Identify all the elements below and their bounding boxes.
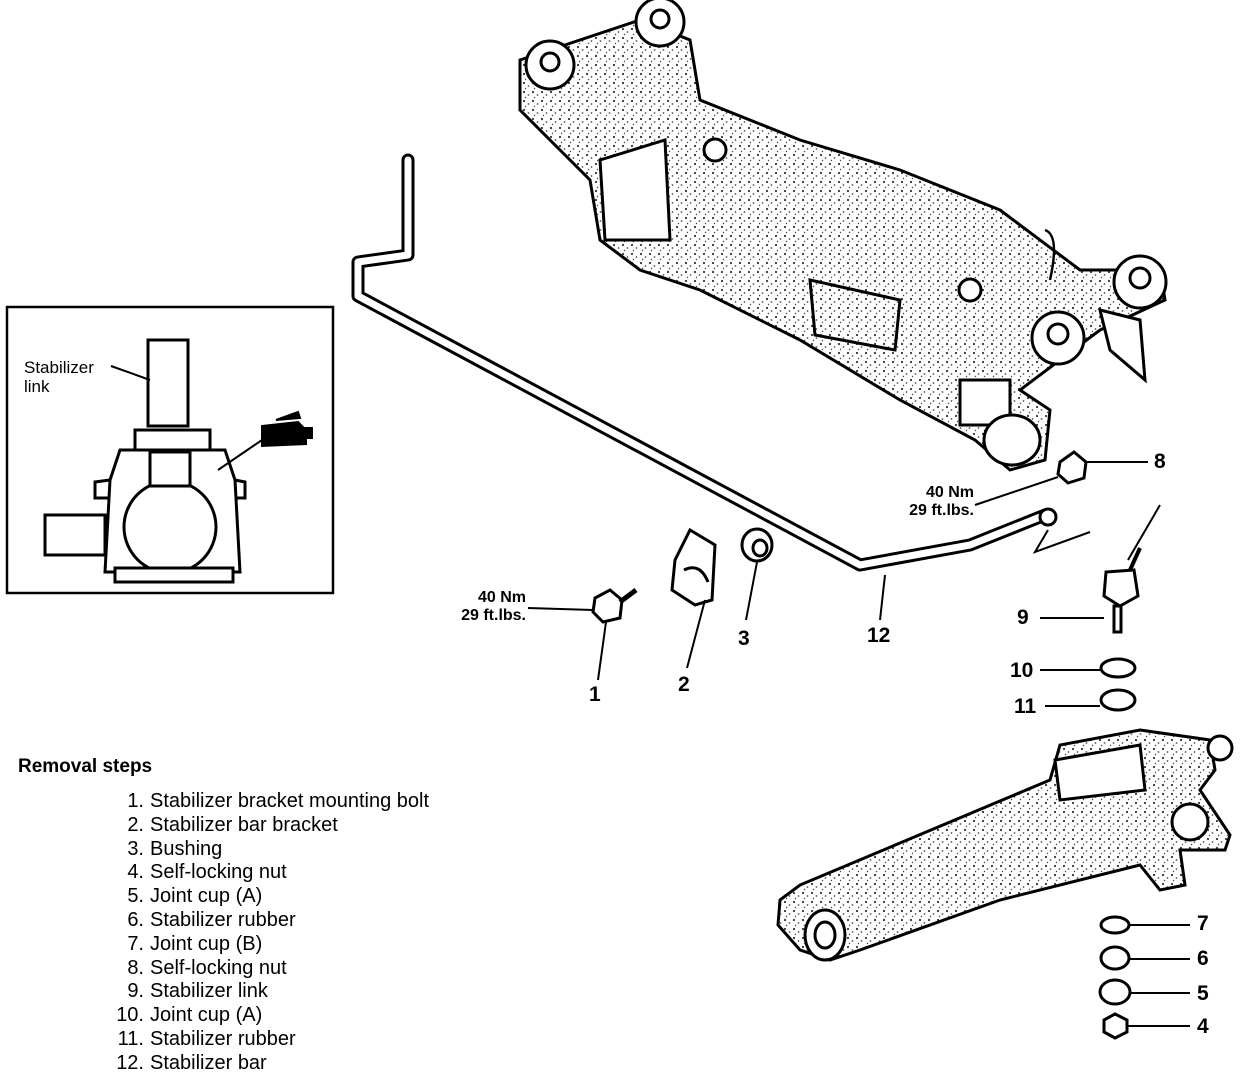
step-text: Joint cup (A)	[150, 1004, 263, 1027]
list-item: 1. Stabilizer bracket mounting bolt	[100, 790, 429, 814]
step-number: 12.	[116, 1051, 144, 1074]
list-item: 10. Joint cup (A)	[100, 1004, 429, 1028]
callout-7: 7	[1197, 912, 1209, 935]
step-text: Stabilizer rubber	[150, 1027, 296, 1050]
step-number: 11.	[117, 1027, 144, 1050]
step-number: 2.	[127, 813, 144, 836]
list-item: 7. Joint cup (B)	[100, 933, 429, 957]
step-text: Joint cup (B)	[150, 932, 263, 955]
torque-nm: 40 Nm	[925, 484, 974, 501]
step-text: Stabilizer bar bracket	[150, 813, 338, 836]
inset-label: Stabilizer link	[24, 358, 94, 396]
stabilizer-bar	[351, 153, 1058, 572]
list-item: 9. Stabilizer link	[100, 980, 429, 1004]
step-number: 5.	[127, 885, 144, 908]
step-text: Stabilizer rubber	[150, 908, 296, 931]
callout-4: 4	[1197, 1015, 1209, 1038]
list-item: 4. Self-locking nut	[100, 861, 429, 885]
callout-10: 10	[1010, 659, 1034, 682]
torque-ftlbs: 29 ft.lbs.	[909, 502, 974, 519]
rear-crossmember	[518, 18, 1167, 472]
trailing-arm	[776, 728, 1234, 962]
link-hardware-lower	[1098, 915, 1132, 1040]
list-item: 6. Stabilizer rubber	[100, 909, 429, 933]
list-item: 11. Stabilizer rubber	[100, 1028, 429, 1052]
callout-9: 9	[1017, 606, 1029, 629]
step-text: Stabilizer link	[150, 980, 268, 1003]
callout-6: 6	[1197, 947, 1209, 970]
list-item: 8. Self-locking nut	[100, 957, 429, 981]
step-text: Stabilizer bracket mounting bolt	[150, 790, 430, 812]
step-number: 9.	[127, 980, 144, 1003]
step-number: 4.	[127, 861, 144, 884]
step-number: 3.	[127, 837, 144, 860]
step-text: Self-locking nut	[150, 861, 287, 884]
list-item: 2. Stabilizer bar bracket	[100, 814, 429, 838]
list-item: 12. Stabilizer bar	[100, 1052, 429, 1076]
step-number: 1.	[127, 790, 144, 812]
torque-label-nut: 40 Nm 29 ft.lbs.	[878, 484, 974, 520]
list-item: 3. Bushing	[100, 838, 429, 862]
torque-nm: 40 Nm	[477, 589, 526, 606]
callout-11: 11	[1014, 695, 1037, 718]
inset-label-leader	[110, 365, 151, 381]
inset-ball-joint	[43, 338, 247, 584]
step-text: Joint cup (A)	[150, 885, 263, 908]
torque-ftlbs: 29 ft.lbs.	[461, 607, 526, 624]
link-exploded-guide	[1032, 504, 1161, 561]
inset-label-line2: link	[24, 377, 50, 396]
callout-2: 2	[678, 673, 690, 696]
torque-label-bolt: 40 Nm 29 ft.lbs.	[422, 589, 526, 625]
callout-12: 12	[867, 624, 891, 647]
step-text: Stabilizer bar	[150, 1051, 267, 1074]
grease-gun-icon	[261, 410, 313, 448]
leader-lines	[527, 461, 1190, 1027]
step-number: 8.	[127, 956, 144, 979]
removal-steps-list: 1. Stabilizer bracket mounting bolt 2. Sta…	[100, 790, 429, 1076]
grease-leader	[217, 439, 263, 471]
link-hardware-upper	[1056, 450, 1142, 712]
list-item: 5. Joint cup (A)	[100, 885, 429, 909]
inset-label-line1: Stabilizer	[24, 358, 94, 377]
callout-1: 1	[589, 683, 601, 706]
bushing	[740, 527, 774, 563]
step-text: Bushing	[150, 837, 223, 860]
removal-steps-title: Removal steps	[18, 756, 153, 777]
step-text: Self-locking nut	[150, 956, 287, 979]
stabilizer-bar-bracket	[670, 527, 717, 607]
step-number: 7.	[127, 932, 144, 955]
crossmember-mount-bushings	[524, 0, 1168, 467]
bracket-mounting-bolt	[591, 588, 638, 624]
step-number: 6.	[127, 908, 144, 931]
inset-frame	[5, 305, 335, 595]
callout-8: 8	[1154, 450, 1166, 473]
step-number: 10.	[116, 1004, 144, 1027]
callout-5: 5	[1197, 982, 1209, 1005]
callout-3: 3	[738, 627, 750, 650]
